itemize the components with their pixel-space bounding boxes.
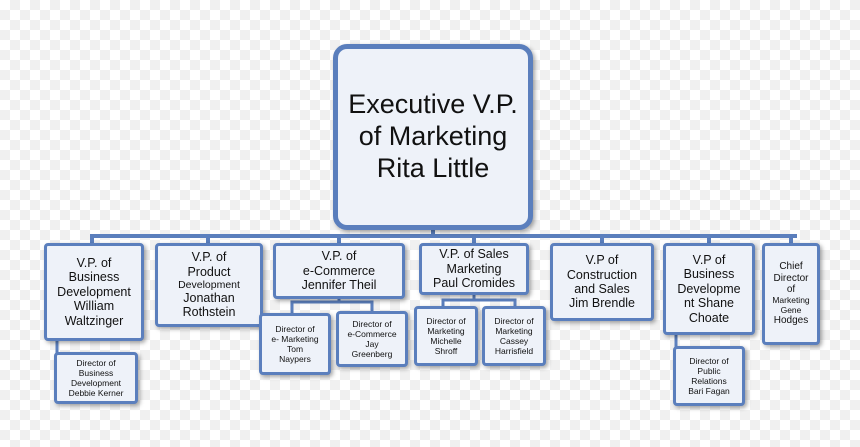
vp-line: William bbox=[73, 299, 115, 314]
vp-line: V.P. of bbox=[191, 250, 227, 265]
vp-business-development-choate-box: V.P of Business Developme nt Shane Choat… bbox=[663, 243, 755, 335]
director-line: Development bbox=[70, 378, 122, 388]
director-line: Director of bbox=[275, 323, 315, 334]
director-line: Shroff bbox=[434, 346, 458, 357]
vp-line: Chief bbox=[779, 261, 803, 273]
vp-line: Jim Brendle bbox=[569, 296, 635, 311]
director-line: Marketing bbox=[427, 325, 465, 336]
director-line: Debbie Kerner bbox=[68, 388, 124, 399]
chief-director-marketing-box: Chief Director of Marketing Gene Hodges bbox=[762, 243, 820, 345]
director-line: Relations bbox=[691, 376, 727, 386]
vp-line: Hodges bbox=[773, 315, 809, 327]
director-line: Public bbox=[697, 365, 721, 376]
director-line: Director of bbox=[494, 315, 534, 326]
vp-line: V.P of bbox=[585, 253, 619, 268]
director-business-development-box: Director of Business Development Debbie … bbox=[54, 352, 138, 404]
director-line: Tom bbox=[286, 344, 304, 354]
vp-product-development-box: V.P. of Product Development Jonathan Rot… bbox=[155, 243, 263, 327]
executive-vp-title-line: of Marketing bbox=[358, 121, 508, 152]
director-line: Director of bbox=[76, 357, 116, 368]
director-line: Harrisfield bbox=[494, 346, 534, 357]
director-line: Director of bbox=[689, 355, 729, 366]
vp-line: V.P. of Sales bbox=[439, 247, 509, 262]
vp-line: Development bbox=[178, 278, 240, 291]
director-line: e-Commerce bbox=[347, 328, 397, 339]
vp-business-development-box: V.P. of Business Development William Wal… bbox=[44, 243, 144, 341]
director-line: Director of bbox=[426, 315, 466, 326]
director-line: Naypers bbox=[279, 354, 311, 365]
vp-line: Rothstein bbox=[182, 305, 236, 320]
vp-line: Choate bbox=[688, 310, 730, 325]
director-e-commerce-box: Director of e-Commerce Jay Greenberg bbox=[336, 311, 408, 367]
director-line: Greenberg bbox=[351, 349, 393, 360]
vp-line: Product bbox=[187, 264, 231, 279]
director-line: Bari Fagan bbox=[688, 386, 730, 397]
vp-line: V.P. of bbox=[321, 249, 357, 264]
director-marketing-shroff-box: Director of Marketing Michelle Shroff bbox=[414, 306, 478, 366]
vp-sales-marketing-box: V.P. of Sales Marketing Paul Cromides bbox=[419, 243, 529, 295]
vp-line: Developme bbox=[677, 281, 741, 296]
vp-line: Jennifer Theil bbox=[301, 278, 377, 293]
vp-line: Waltzinger bbox=[64, 313, 124, 328]
director-line: Marketing bbox=[495, 325, 533, 336]
vp-line: Paul Cromides bbox=[433, 276, 515, 291]
vp-line: V.P of bbox=[692, 253, 726, 268]
vp-line: Business bbox=[68, 270, 120, 285]
director-line: Michelle bbox=[430, 336, 462, 346]
director-line: e- Marketing bbox=[271, 333, 319, 344]
vp-line: Development bbox=[57, 284, 131, 299]
vp-line: Construction bbox=[566, 267, 638, 282]
director-marketing-harrisfield-box: Director of Marketing Cassey Harrisfield bbox=[482, 306, 546, 366]
vp-line: e-Commerce bbox=[302, 263, 376, 278]
executive-vp-box: Executive V.P. of Marketing Rita Little bbox=[333, 44, 533, 230]
executive-vp-title-line: Executive V.P. bbox=[348, 89, 518, 120]
vp-line: Marketing Gene bbox=[772, 294, 810, 315]
vp-line: of bbox=[786, 284, 796, 296]
director-line: Jay bbox=[365, 339, 379, 349]
director-line: Business bbox=[78, 367, 114, 378]
director-public-relations-box: Director of Public Relations Bari Fagan bbox=[673, 346, 745, 406]
vp-line: Director bbox=[773, 272, 809, 284]
vp-line: nt Shane bbox=[683, 296, 735, 311]
vp-line: V.P. of bbox=[76, 256, 112, 271]
director-e-marketing-box: Director of e- Marketing Tom Naypers bbox=[259, 313, 331, 375]
executive-vp-name-line: Rita Little bbox=[376, 152, 490, 183]
vp-line: Business bbox=[683, 267, 735, 282]
vp-line: Jonathan bbox=[183, 291, 235, 306]
vp-line: and Sales bbox=[574, 282, 630, 296]
vp-line: Marketing bbox=[446, 261, 502, 276]
director-line: Director of bbox=[352, 318, 392, 329]
vp-ecommerce-box: V.P. of e-Commerce Jennifer Theil bbox=[273, 243, 405, 299]
director-line: Cassey bbox=[499, 336, 529, 346]
vp-construction-sales-box: V.P of Construction and Sales Jim Brendl… bbox=[550, 243, 654, 321]
